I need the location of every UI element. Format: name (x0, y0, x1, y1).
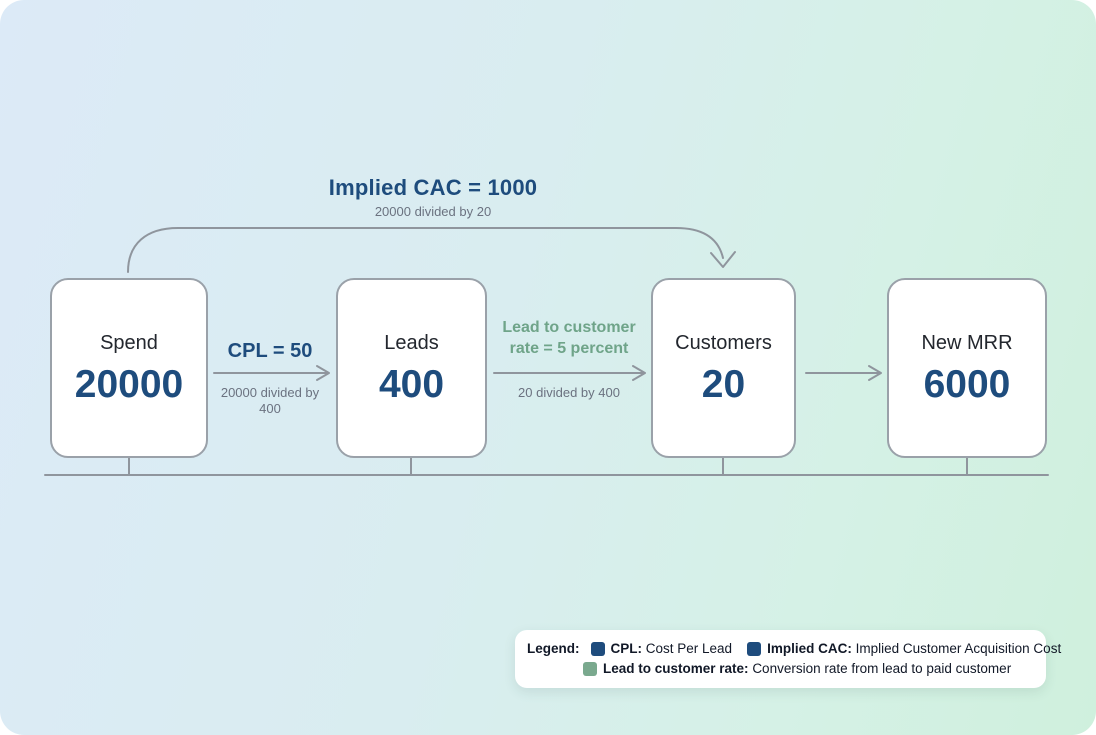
legend-box: Legend: CPL: Cost Per Lead Implied CAC: … (515, 630, 1061, 688)
baseline (44, 456, 1049, 476)
legend-row-2: Lead to customer rate: Conversion rate f… (583, 659, 1033, 679)
node-label: Customers (675, 331, 772, 354)
edge-arrow-leads-customers (493, 365, 646, 381)
legend-heading: Legend: (527, 641, 580, 656)
legend-row-1: Legend: CPL: Cost Per Lead Implied CAC: … (527, 639, 1061, 659)
cac-curve-arrow (127, 227, 736, 273)
implied-cac-color-swatch (747, 642, 762, 656)
edge-label-cpl: CPL = 50 (227, 340, 313, 362)
node-value: 20000 (74, 362, 184, 406)
legend-item-text: Lead to customer rate: Conversion rate f… (603, 661, 1012, 676)
node-label: New MRR (921, 331, 1013, 354)
cac-annotation-subtitle: 20000 divided by 20 (374, 204, 492, 219)
node-new-mrr: New MRR 6000 (887, 278, 1047, 458)
edge-arrow-customers-mrr (805, 365, 882, 381)
node-spend: Spend 20000 (50, 278, 208, 458)
legend-item-text: CPL: Cost Per Lead (610, 641, 733, 656)
legend-item-cpl: CPL: Cost Per Lead (590, 639, 733, 659)
lead-rate-color-swatch (583, 662, 597, 676)
legend-item-lead-rate: Lead to customer rate: Conversion rate f… (583, 659, 1011, 679)
edge-label-lead-rate: Lead to customer rate = 5 percent (502, 319, 636, 357)
legend-item-implied-cac: Implied CAC: Implied Customer Acquisitio… (747, 639, 1061, 659)
node-value: 20 (701, 362, 746, 406)
node-value: 6000 (923, 362, 1011, 406)
cpl-color-swatch (590, 642, 605, 656)
node-label: Leads (384, 331, 439, 354)
edge-arrow-spend-leads (213, 365, 330, 381)
node-leads: Leads 400 (336, 278, 487, 458)
legend-item-text: Implied CAC: Implied Customer Acquisitio… (767, 641, 1062, 656)
cac-annotation-title: Implied CAC = 1000 (328, 175, 538, 200)
edge-sublabel-cpl: 20000 divided by 400 (220, 385, 320, 416)
node-value: 400 (378, 362, 445, 406)
node-label: Spend (100, 331, 158, 354)
node-customers: Customers 20 (651, 278, 796, 458)
edge-sublabel-lead-rate: 20 divided by 400 (518, 385, 620, 400)
